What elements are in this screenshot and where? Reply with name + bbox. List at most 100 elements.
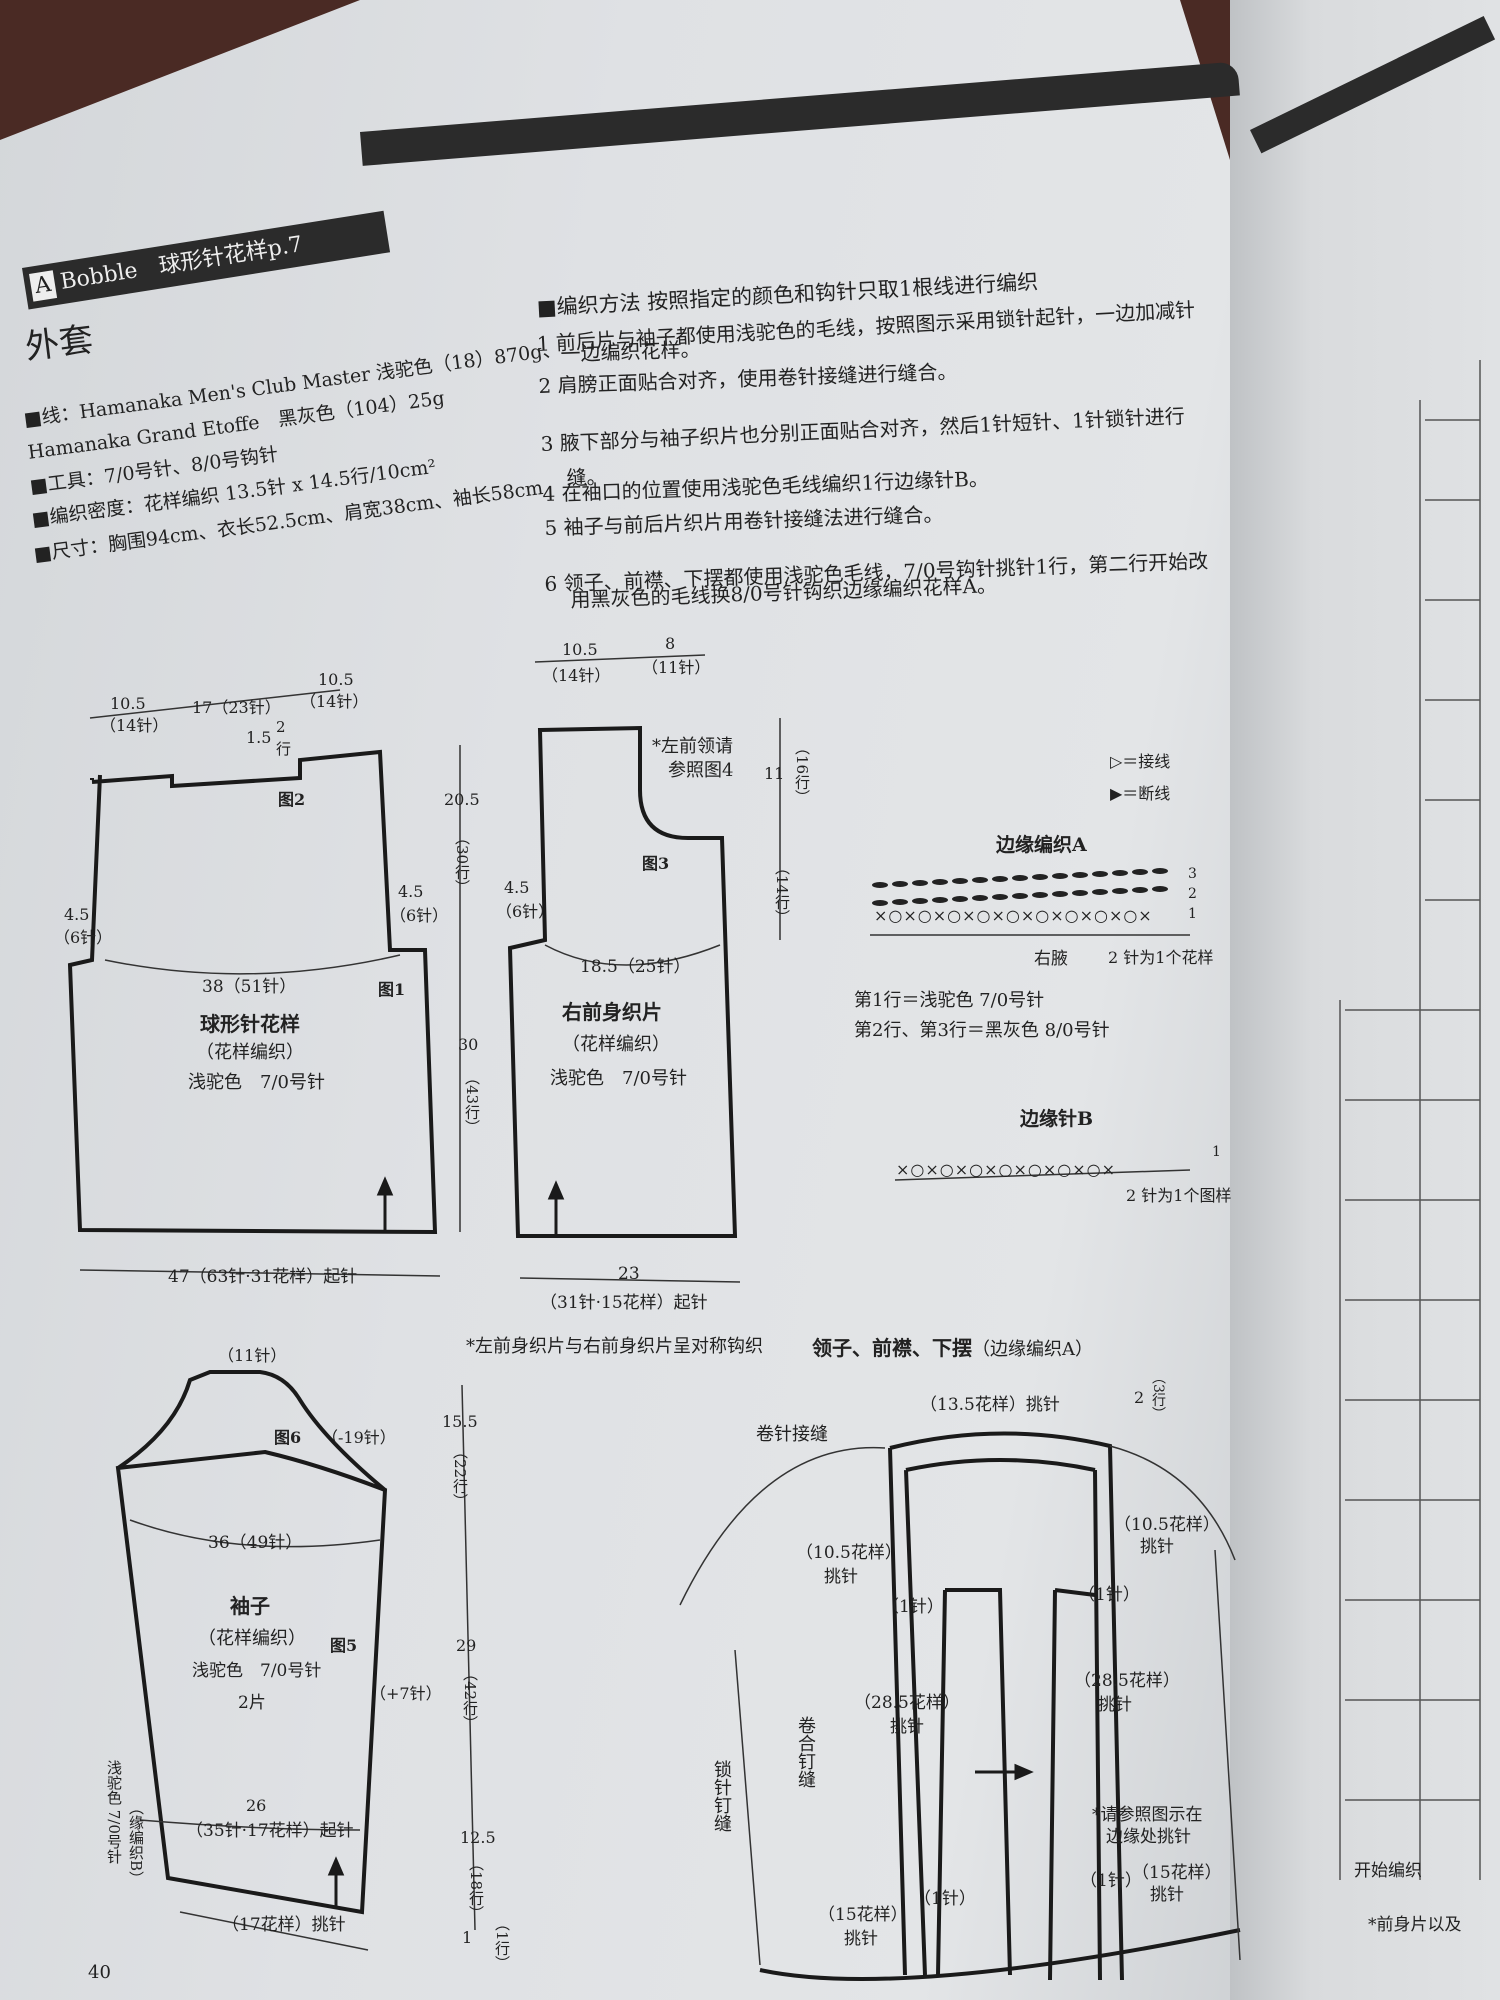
sleeve-width: 36（49针） (208, 1533, 303, 1553)
sleeve-h4r: （1行） (493, 1916, 511, 1971)
collar-top: （13.5花样）挑针 (920, 1395, 1060, 1415)
collar-outline (888, 1431, 1124, 1981)
fig5-label: 图5 (330, 1636, 358, 1655)
collar-l3: （28.5花样） (854, 1693, 960, 1713)
sleeve-name: 袖子 (230, 1594, 270, 1618)
front-neck-h: 11 (764, 764, 785, 783)
back-side-r: 4.5 (398, 882, 424, 901)
edge-b-stitches: ×○×○×○×○×○×○×○× (896, 1160, 1116, 1179)
sleeve-cap (116, 1370, 387, 1492)
edge-a-row-2: 2 (1188, 886, 1197, 902)
sleeve-h3: 12.5 (460, 1828, 496, 1847)
front-top2: 8 (665, 634, 676, 653)
edge-a-row-3: 3 (1188, 866, 1197, 882)
sleeve-h1r: （22行） (451, 1444, 469, 1509)
sleeve-outline (115, 1449, 388, 1915)
edge-a-stitches: ×○×○×○×○×○×○×○×○×○× (874, 906, 1153, 925)
right-page-note: *前身片以及 (1368, 1915, 1462, 1935)
edge-a-repeat: 2 针为1个花样 (1108, 948, 1214, 967)
sleeve-cuff: 26 (246, 1796, 267, 1815)
back-bottom: 47（63针·31花样）起针 (168, 1267, 358, 1287)
collar-r3: （28.5花样） (1074, 1671, 1180, 1691)
fig3-label: 图3 (642, 854, 670, 873)
back-side-l2: （6针） (54, 928, 113, 947)
back-side-r2: （6针） (390, 906, 449, 925)
edge-a-title: 边缘编织A (996, 834, 1087, 856)
book-page-right (1230, 0, 1500, 2000)
collar-b4: （15花样） (1132, 1863, 1222, 1883)
edge-b-row: 1 (1212, 1144, 1221, 1160)
back-dim: 10.5 (318, 670, 354, 689)
front-neck-hr: （16行） (793, 740, 811, 805)
back-sub: （花样编织） (196, 1042, 304, 1063)
front-side: 4.5 (504, 878, 530, 897)
sleeve-h1: 15.5 (442, 1412, 478, 1431)
fig6-label: 图6 (274, 1428, 302, 1447)
fig2-label: 图2 (278, 790, 306, 809)
collar-seam: 卷针接缝 (756, 1424, 828, 1445)
collar-note2: 边缘处挑针 (1106, 1827, 1191, 1847)
back-h1r: （30行） (453, 830, 471, 895)
sleeve-sub: （花样编织） (198, 1628, 306, 1649)
back-body-outline (67, 749, 438, 1235)
front-sub: （花样编织） (562, 1034, 670, 1055)
collar-corner-r: （3行） (1150, 1370, 1166, 1421)
sleeve-color: 浅驼色 7/0号针 (192, 1661, 322, 1681)
front-top1s: （14针） (542, 666, 611, 685)
front-chest: 18.5（25针） (580, 957, 691, 977)
front-top1: 10.5 (562, 640, 598, 659)
collar-r1: （10.5花样） (1114, 1515, 1220, 1535)
sleeve-bottom: （17花样）挑针 (222, 1915, 346, 1935)
back-dim: 10.5 (110, 694, 146, 713)
collar-b4b: 挑针 (1150, 1885, 1184, 1905)
back-h1: 20.5 (444, 790, 480, 809)
collar-b3: （1针） (1080, 1871, 1142, 1891)
sleeve-inc: （+7针） (370, 1684, 442, 1703)
sleeve-h2r: （42行） (461, 1666, 479, 1731)
front-name: 右前身织片 (562, 1000, 662, 1024)
back-h2: 30 (458, 1035, 479, 1054)
sleeve-h4: 1 (462, 1928, 473, 1947)
collar-title-text: 领子、前襟、下摆 (812, 1336, 972, 1360)
back-dim: 1.5 (246, 728, 272, 747)
sleeve-cuff-side: 浅驼色 7/0号针 (105, 1760, 123, 1864)
collar-b2: （1针） (914, 1889, 976, 1909)
front-note2: 参照图4 (668, 760, 734, 781)
collar-l1b: 挑针 (824, 1567, 858, 1587)
sleeve-dec: （-19针） (322, 1428, 396, 1447)
front-body-outline (507, 725, 738, 1238)
collar-note1: *请参照图示在 (1092, 1805, 1203, 1825)
edge-a-row-1: 1 (1188, 906, 1197, 922)
edge-a-row23: 第2行、第3行＝黑灰色 8/0号针 (854, 1020, 1110, 1041)
back-dim: （14针） (300, 692, 369, 711)
collar-l2: （1针） (882, 1597, 944, 1617)
edge-b-repeat: 2 针为1个图样 (1126, 1186, 1232, 1205)
collar-r3b: 挑针 (1098, 1695, 1132, 1715)
sleeve-top: （11针） (218, 1346, 287, 1365)
collar-r1b: 挑针 (1140, 1537, 1174, 1557)
book-page-left (0, 0, 1240, 2000)
legend-join: ▷＝接线 (1110, 752, 1171, 771)
back-dim: 行 (276, 740, 292, 758)
page-number: 40 (88, 1962, 111, 1983)
front-note: *左前领请 (652, 736, 733, 757)
collar-title: 领子、前襟、下摆（边缘编织A） (812, 1332, 1093, 1361)
front-bottom1: 23 (618, 1264, 640, 1284)
collar-inner (904, 1458, 1102, 1981)
collar-l3b: 挑针 (890, 1717, 924, 1737)
collar-b1: （15花样） (818, 1905, 908, 1925)
back-color: 浅驼色 7/0号针 (188, 1072, 325, 1093)
collar-b1b: 挑针 (844, 1929, 878, 1949)
edge-b-title: 边缘针B (1020, 1108, 1094, 1130)
front-band-l (936, 1588, 1012, 1976)
back-name: 球形针花样 (200, 1012, 300, 1036)
back-dim: 17（23针） (192, 698, 281, 717)
back-dim: 2 (276, 718, 286, 736)
front-band-r (1048, 1588, 1096, 1981)
collar-title-sub: （边缘编织A） (972, 1339, 1093, 1360)
fig1-label: 图1 (378, 980, 406, 999)
collar-r2: （1针） (1078, 1585, 1140, 1605)
collar-chain-seam: 锁针钉缝 (711, 1760, 732, 1832)
back-side-l: 4.5 (64, 905, 90, 924)
